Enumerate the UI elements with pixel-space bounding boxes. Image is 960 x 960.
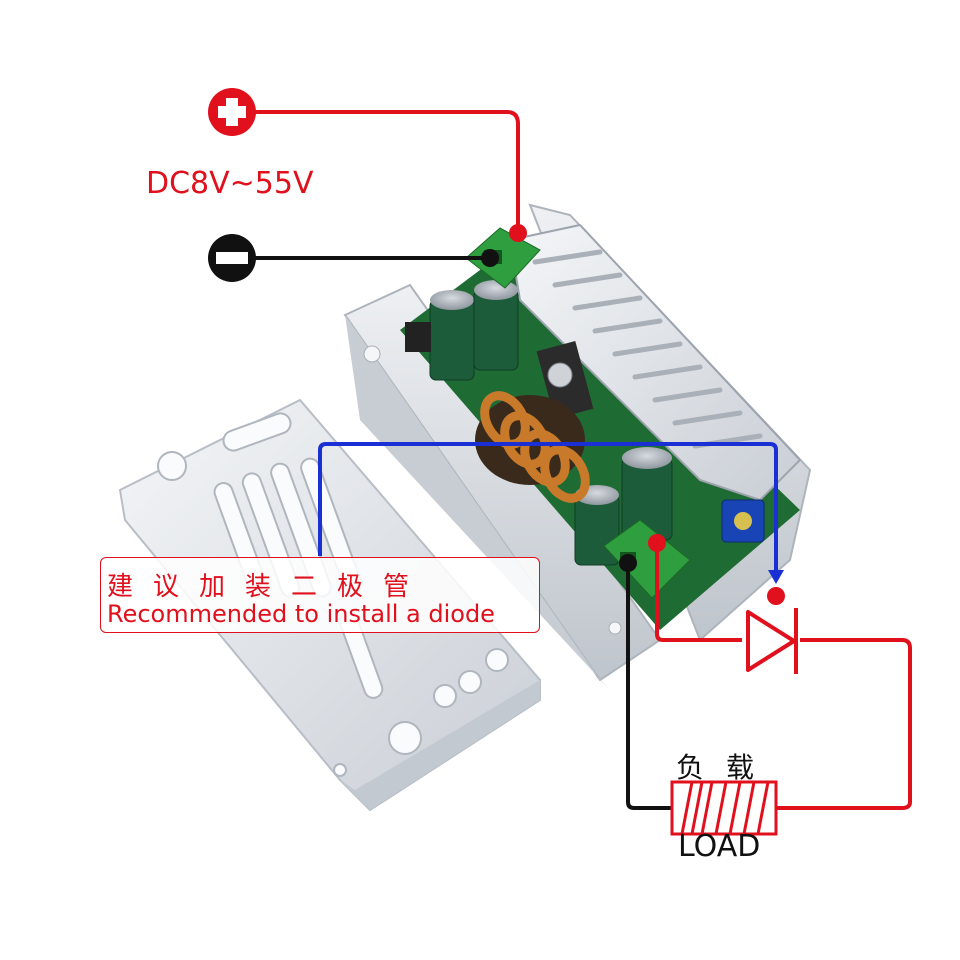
potentiometer (721, 499, 765, 543)
output-negative-wire (626, 563, 672, 810)
load-resistor-icon (670, 780, 778, 836)
diode-note-chinese: 建议加装二极管 (107, 572, 430, 602)
load-label-english: LOAD (678, 829, 761, 864)
diode-icon (746, 608, 798, 674)
inductor-coil (475, 391, 590, 503)
diode-recommendation-box: 建议加装二极管 Recommended to install a diode (100, 557, 540, 633)
diode-node-dot (767, 587, 785, 605)
minus-icon (208, 234, 256, 282)
input-voltage-label: DC8V~55V (146, 166, 314, 201)
output-positive-dot (648, 534, 666, 552)
signal-arrow-icon (768, 570, 784, 584)
diode-note-english: Recommended to install a diode (107, 600, 495, 628)
negative-terminal-dot (481, 249, 499, 267)
plus-icon (208, 88, 256, 136)
positive-input-wire (232, 110, 520, 232)
load-label-chinese: 负载 (676, 751, 777, 784)
output-positive-wire (655, 543, 912, 810)
signal-wire (318, 442, 778, 572)
output-negative-dot (619, 554, 637, 572)
positive-terminal-dot (509, 224, 527, 242)
